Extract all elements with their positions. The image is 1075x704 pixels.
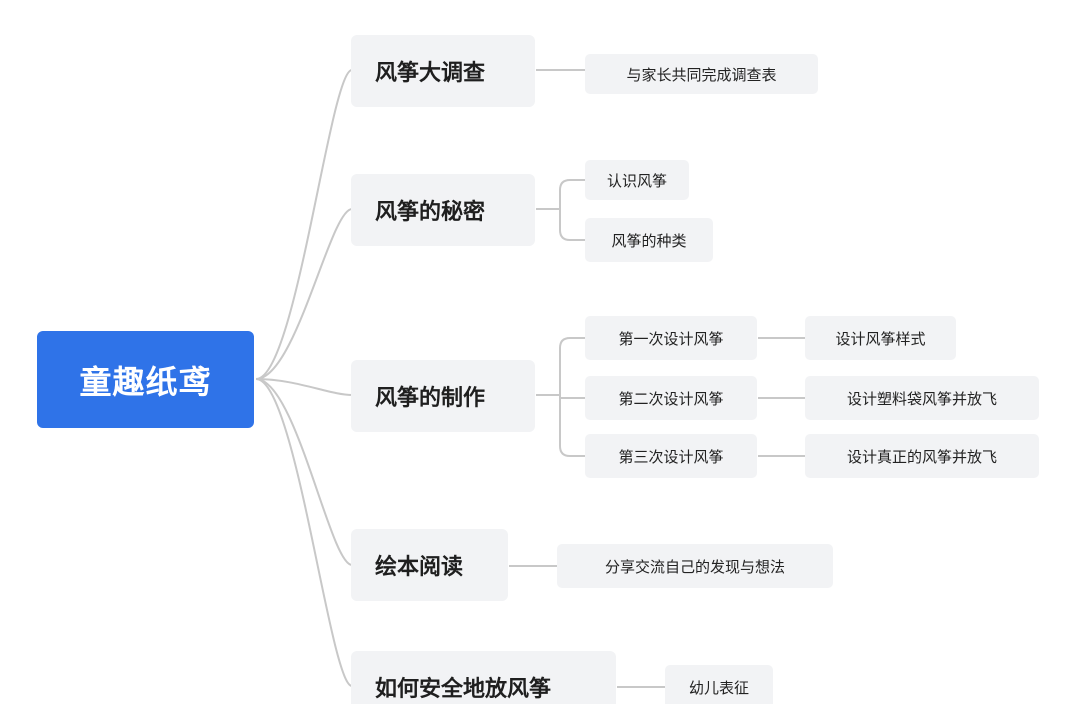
- root-to-safety: [255, 378, 353, 687]
- link-design-1: [559, 337, 585, 395]
- root-to-secret: [255, 208, 353, 380]
- branch-node-kite-secret[interactable]: 风筝的秘密: [351, 174, 535, 246]
- root-to-survey: [255, 69, 353, 380]
- leaf-real-kite[interactable]: 设计真正的风筝并放飞: [805, 434, 1039, 478]
- design-round-1[interactable]: 第一次设计风筝: [585, 316, 757, 360]
- design-round-2[interactable]: 第二次设计风筝: [585, 376, 757, 420]
- leaf-child-representation[interactable]: 幼儿表征: [665, 665, 773, 704]
- root-to-making: [255, 378, 353, 396]
- branch-node-picture-book[interactable]: 绘本阅读: [351, 529, 508, 601]
- leaf-kite-types[interactable]: 风筝的种类: [585, 218, 713, 262]
- leaf-survey-form[interactable]: 与家长共同完成调查表: [585, 54, 818, 94]
- design-round-3[interactable]: 第三次设计风筝: [585, 434, 757, 478]
- root-to-book: [255, 378, 353, 566]
- leaf-plastic-kite[interactable]: 设计塑料袋风筝并放飞: [805, 376, 1039, 420]
- link-know-kites: [559, 179, 585, 209]
- link-kite-types: [559, 209, 585, 241]
- watermark-text: [560, 688, 1075, 704]
- leaf-share-ideas[interactable]: 分享交流自己的发现与想法: [557, 544, 833, 588]
- branch-node-kite-survey[interactable]: 风筝大调查: [351, 35, 535, 107]
- leaf-design-style[interactable]: 设计风筝样式: [805, 316, 956, 360]
- leaf-know-kites[interactable]: 认识风筝: [585, 160, 689, 200]
- branch-node-kite-making[interactable]: 风筝的制作: [351, 360, 535, 432]
- branch-node-kite-safety[interactable]: 如何安全地放风筝: [351, 651, 616, 704]
- root-node[interactable]: 童趣纸鸢: [37, 331, 254, 428]
- link-design-3: [559, 395, 585, 457]
